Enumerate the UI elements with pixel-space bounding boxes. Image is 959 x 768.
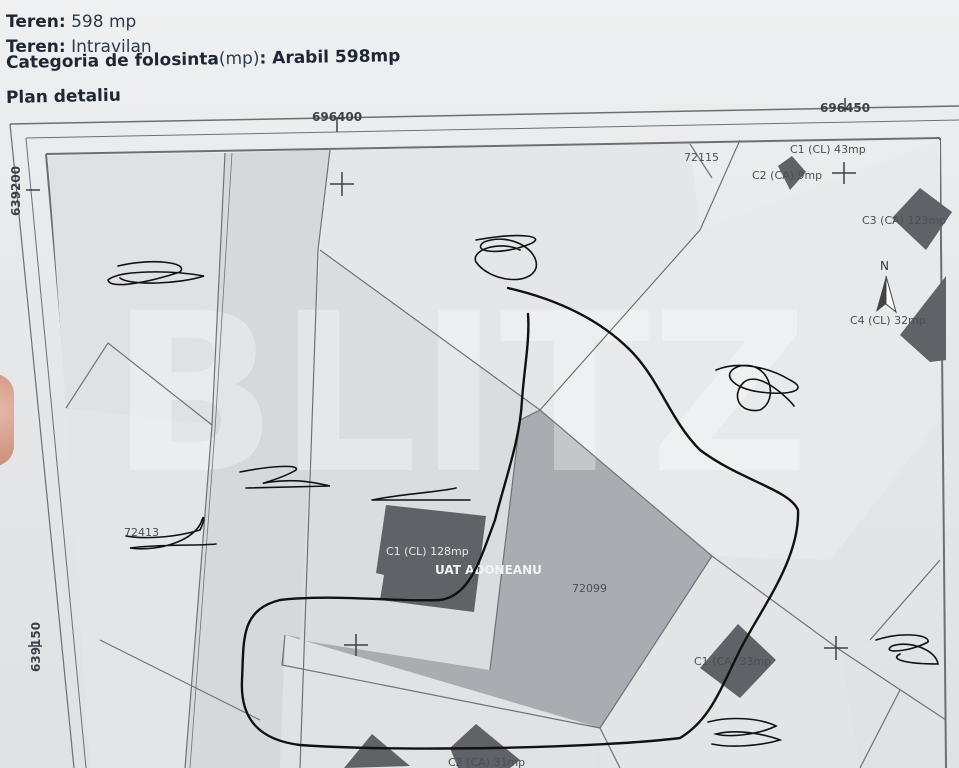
building-label-c4-cl: C4 (CL) 32mp: [850, 314, 926, 327]
buildings: [344, 156, 952, 768]
building-c4-cl: [900, 276, 946, 362]
building-c2-ca-top: [778, 156, 806, 190]
parcel-72099-shape: [282, 410, 712, 728]
parcel-lines: [65, 139, 947, 768]
finger: [0, 374, 14, 466]
coord-x-right: 696450: [820, 101, 870, 115]
coord-y-bottom: 639150: [29, 622, 43, 672]
parcel-label-72413: 72413: [124, 526, 159, 539]
svg-text:N: N: [880, 259, 889, 273]
land-type-key: Teren:: [6, 37, 66, 57]
land-area-line: Teren: 598 mp: [6, 12, 136, 32]
building-bottom-left: [344, 734, 410, 768]
coord-y-top: 639200: [9, 166, 23, 216]
parcel-label-72099: 72099: [572, 582, 607, 595]
building-c1-ca: [700, 624, 776, 698]
building-label-c3-ca: C3 (CA) 123mp: [862, 214, 946, 227]
land-type-line: Teren: Intravilan: [6, 37, 152, 57]
building-c2-ca-bottom: [450, 724, 520, 768]
land-area-key: Teren:: [6, 12, 66, 32]
building-label-c2-ca-bottom: C2 (CA) 31mp: [448, 756, 525, 768]
pen-outline: [240, 286, 800, 750]
building-label-c1-cl-top: C1 (CL) 43mp: [790, 143, 866, 156]
north-arrow-icon: N: [876, 259, 897, 314]
land-area-value: 598 mp: [71, 12, 137, 32]
building-label-c2-ca-top: C2 (CA) 9mp: [752, 169, 822, 182]
pen-scribbles: [107, 234, 939, 747]
building-label-c1-cl-main: C1 (CL) 128mp: [386, 545, 469, 558]
land-type-value: Intravilan: [71, 37, 152, 57]
watermark-text: BLITZ: [110, 266, 809, 522]
map-frame: [9, 105, 959, 768]
parcel-label-72115: 72115: [684, 151, 719, 164]
uat-label: UAT ADONEANU: [435, 563, 542, 577]
building-c1-cl-main: [376, 505, 486, 612]
coord-x-left: 696400: [312, 110, 362, 124]
building-c3-ca: [892, 188, 952, 250]
grid-crosses: [26, 98, 856, 660]
building-label-c1-ca: C1 (CA) 33mp: [694, 655, 771, 668]
